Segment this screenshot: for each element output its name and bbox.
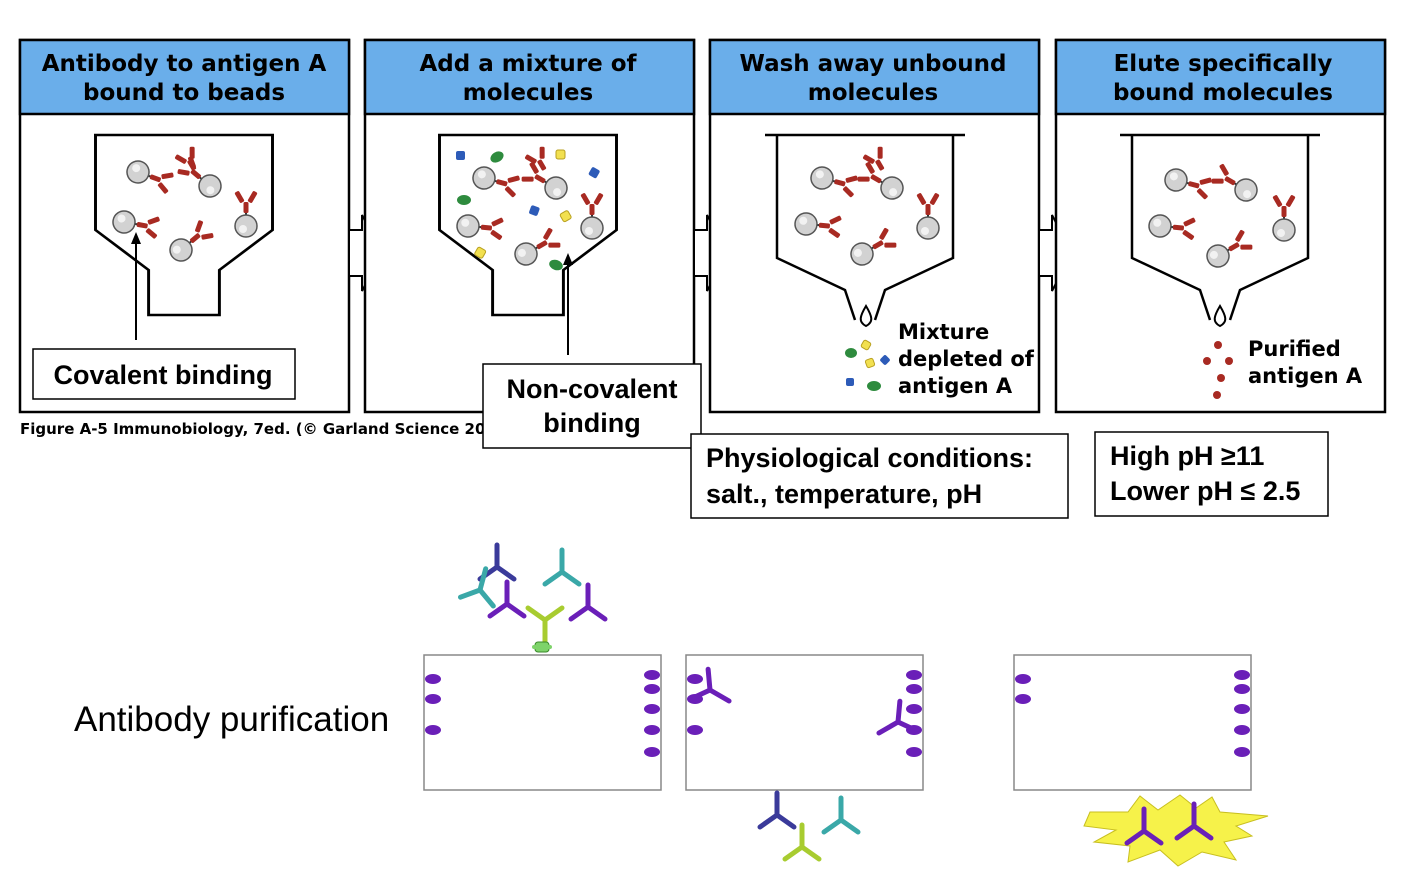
- droplet-icon: [1213, 304, 1227, 328]
- panel-2-header: [363, 38, 696, 116]
- panel-4-header: [1054, 38, 1387, 116]
- purified-antigen-dots: [1203, 341, 1233, 399]
- panel-2: Add a mixture of molecules: [363, 38, 696, 414]
- figure-credit: Figure A-5 Immunobiology, 7ed. (© Garlan…: [20, 420, 506, 438]
- purified-label-line1: Purified: [1248, 337, 1341, 361]
- free-antibodies-top: [460, 545, 605, 642]
- purified-label-line2: antigen A: [1248, 364, 1363, 388]
- noncovalent-label-line2: binding: [543, 408, 640, 438]
- panel-3-funnel: [765, 133, 965, 321]
- panel-1-funnel: [94, 133, 274, 317]
- panel-3-depleted-mixture: [845, 339, 890, 391]
- panel-4: Elute specifically bound molecules Purif…: [1054, 38, 1387, 414]
- panel-3-title-line2: molecules: [808, 80, 938, 106]
- column-1: [423, 654, 662, 791]
- droplet-icon: [859, 304, 873, 328]
- panel-1-title-line2: bound to beads: [83, 80, 285, 106]
- panel-3-header: [708, 38, 1041, 116]
- panel-3-title-line1: Wash away unbound: [740, 51, 1007, 77]
- panel-4-funnel: [1120, 133, 1320, 321]
- noncovalent-label-line1: Non-covalent: [506, 374, 677, 404]
- physiological-line2: salt., temperature, pH: [706, 479, 982, 509]
- mixture-label-line1: Mixture: [898, 320, 989, 344]
- covalent-label-box: [32, 348, 296, 400]
- panel-4-title-line2: bound molecules: [1113, 80, 1333, 106]
- mixture-label-line2: depleted of: [898, 347, 1035, 371]
- panel-2-funnel: [438, 133, 618, 317]
- washed-antibodies: [760, 793, 858, 859]
- elution-line2: Lower pH ≤ 2.5: [1110, 476, 1300, 506]
- ligand-green-icon: [532, 641, 552, 653]
- covalent-label: Covalent binding: [54, 360, 273, 390]
- mixture-label-line3: antigen A: [898, 374, 1013, 398]
- panel-2-title-line1: Add a mixture of: [419, 51, 637, 77]
- column-3: [1013, 654, 1252, 791]
- elution-line1: High pH ≥11: [1110, 441, 1264, 471]
- panel-1-title-line1: Antibody to antigen A: [42, 51, 327, 77]
- panel-2-mixed-molecules: [456, 149, 600, 271]
- panel-1: Antibody to antigen A bound to beads Cov…: [18, 38, 351, 414]
- panel-1-header: [18, 38, 351, 116]
- noncovalent-label-box: [482, 363, 702, 449]
- elution-conditions-box: [1094, 431, 1329, 517]
- column-2: [685, 654, 924, 791]
- elution-burst-icon: [1083, 794, 1269, 867]
- antibody-purification-title: Antibody purification: [74, 700, 389, 739]
- panel-4-title-line1: Elute specifically: [1114, 51, 1333, 77]
- panel-2-title-line2: molecules: [463, 80, 593, 106]
- physiological-conditions-box: [690, 433, 1069, 519]
- panel-3: Wash away unbound molecules Mixture depl…: [708, 38, 1041, 414]
- physiological-line1: Physiological conditions:: [706, 443, 1033, 473]
